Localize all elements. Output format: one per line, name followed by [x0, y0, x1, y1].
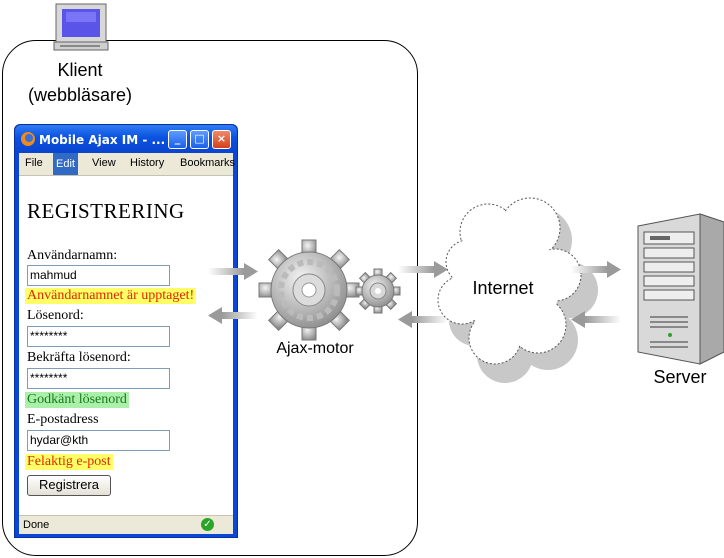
confirm-password-label: Bekräfta lösenord:: [27, 350, 131, 365]
username-input[interactable]: mahmud: [27, 265, 170, 286]
status-bar: Done ✓: [19, 515, 233, 534]
firefox-icon: [21, 132, 35, 146]
email-input[interactable]: hydar@kth: [27, 430, 170, 451]
computer-monitor-icon: [53, 3, 109, 51]
arrow-to-server: [571, 261, 621, 278]
client-sublabel: (webbläsare): [27, 85, 133, 105]
window-title: Mobile Ajax IM - ...: [39, 133, 166, 147]
username-label: Användarnamn:: [27, 248, 118, 263]
ajax-engine-label: Ajax-motor: [276, 340, 354, 357]
large-gear-icon: [258, 239, 360, 341]
arrow-from-server: [571, 311, 621, 328]
username-error: Användarnamnet är upptaget!: [25, 288, 197, 304]
secure-check-icon: ✓: [201, 518, 214, 531]
server-label: Server: [653, 367, 707, 387]
menu-history[interactable]: History: [130, 157, 165, 169]
browser-content: File Edit View History Bookmarks REGISTR…: [19, 153, 236, 534]
browser-window: Mobile Ajax IM - ... _ □ × File Edit Vie…: [14, 124, 238, 538]
register-button[interactable]: Registrera: [27, 475, 111, 496]
maximize-icon[interactable]: □: [190, 130, 209, 149]
small-gear-icon: [355, 268, 401, 314]
close-icon[interactable]: ×: [212, 130, 231, 149]
page-title: REGISTRERING: [27, 199, 185, 223]
arrow-from-engine: [208, 307, 258, 324]
menubar: File Edit View History Bookmarks: [19, 153, 236, 176]
server-icon: [637, 213, 724, 365]
arrow-from-internet: [398, 311, 448, 328]
confirm-password-input[interactable]: ********: [27, 368, 170, 389]
arrow-to-internet: [398, 261, 448, 278]
email-label: E-postadress: [27, 412, 99, 427]
menu-file[interactable]: File: [25, 157, 43, 169]
internet-label: Internet: [472, 278, 534, 298]
arrow-to-engine: [208, 263, 258, 280]
menu-edit[interactable]: Edit: [53, 153, 78, 175]
password-input[interactable]: ********: [27, 326, 170, 347]
menu-view[interactable]: View: [92, 157, 116, 169]
password-ok-message: Godkänt lösenord: [25, 392, 129, 408]
email-error: Felaktig e-post: [25, 454, 113, 470]
status-text: Done: [23, 519, 50, 531]
minimize-icon[interactable]: _: [168, 130, 187, 149]
client-label: Klient: [57, 60, 103, 80]
password-label: Lösenord:: [27, 308, 84, 323]
browser-titlebar: Mobile Ajax IM - ... _ □ ×: [15, 125, 237, 153]
menu-bookmarks[interactable]: Bookmarks: [180, 157, 236, 169]
